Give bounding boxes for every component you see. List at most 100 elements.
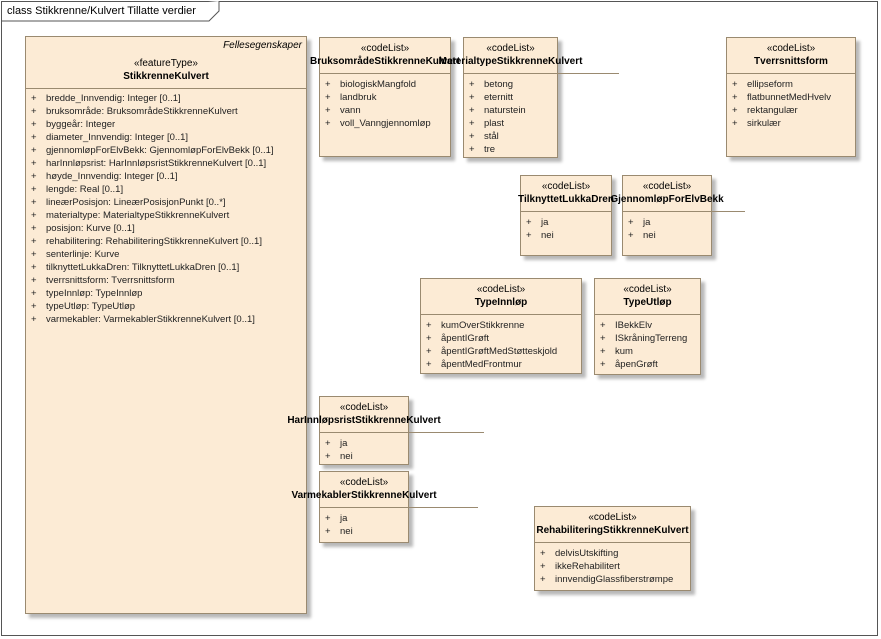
codelist-values: +betong+eternitt+naturstein+plast+stål+t… (464, 79, 557, 157)
attribute-row: +bredde_Innvendig: Integer [0..1] (26, 93, 306, 106)
attribute-text: diameter_Innvendig: Integer [0..1] (46, 132, 189, 143)
codelist-name: Tverrsnittsform (754, 56, 828, 67)
codelist-tverrsnittsform[interactable]: «codeList»Tverrsnittsform+ellipseform+fl… (726, 37, 856, 157)
codelist-separator (521, 211, 611, 212)
codelist-typeinnlop[interactable]: «codeList»TypeInnløp+kumOverStikkrenne+å… (420, 278, 582, 374)
visibility-public: + (628, 217, 634, 228)
codelist-name: RehabiliteringStikkrenneKulvert (536, 525, 689, 536)
visibility-public: + (31, 145, 37, 156)
codelist-separator (595, 314, 700, 315)
attribute-text: senterlinje: Kurve (46, 249, 120, 260)
codelist-value-row: + ellipseform (727, 79, 855, 92)
attribute-row: +høyde_Innvendig: Integer [0..1] (26, 171, 306, 184)
visibility-public: + (600, 320, 606, 331)
visibility-public: + (469, 92, 475, 103)
codelist-stereotype: «codeList» (541, 181, 591, 192)
codelist-value-row: + ja (320, 438, 408, 451)
visibility-public: + (31, 288, 37, 299)
attribute-text: bruksområde: BruksområdeStikkrenneKulver… (46, 106, 238, 117)
class-stikkrennekulvert[interactable]: Fellesegenskaper «featureType» Stikkrenn… (25, 36, 307, 614)
codelist-separator (727, 73, 855, 74)
codelist-tilknyttetlukkadren[interactable]: «codeList» TilknyttetLukkaDren +ja+nei (518, 175, 614, 256)
attribute-row: +rehabilitering: RehabiliteringStikkrenn… (26, 236, 306, 249)
visibility-public: + (600, 359, 606, 370)
codelist-values: +ja+nei (320, 513, 408, 539)
visibility-public: + (31, 210, 37, 221)
attribute-row: + bruksområde: BruksområdeStikkrenneKulve… (26, 106, 306, 119)
visibility-public: + (31, 106, 37, 117)
class-stereotype: «featureType» (134, 58, 198, 69)
visibility-public: + (325, 513, 331, 524)
frame-title: class Stikkrenne/Kulvert Tillatte verdie… (7, 5, 196, 17)
codelist-separator (623, 211, 745, 212)
codelist-value: delvisUtskifting (555, 548, 619, 559)
codelist-value-row: +tre (464, 144, 557, 157)
codelist-value-row: +plast (464, 118, 557, 131)
attribute-text: materialtype: MaterialtypeStikkrenneKulv… (46, 210, 230, 221)
codelist-value: ellipseform (747, 79, 793, 90)
attribute-row: + typeInnløp: TypeInnløp (26, 288, 306, 301)
visibility-public: + (469, 105, 475, 116)
attribute-text: bredde_Innvendig: Integer [0..1] (46, 93, 181, 104)
codelist-value: tre (484, 144, 496, 155)
codelist-value-row: +ISkråningTerreng (595, 333, 700, 346)
codelist-value: nei (541, 230, 554, 241)
codelist-gjennomlopforelvbekk[interactable]: «codeList»GjennomløpForElvBekk+ja+nei (610, 175, 745, 256)
attribute-row: +varmekabler: VarmekablerStikkrenneKulve… (26, 314, 306, 327)
attribute-row: +posisjon: Kurve [0..1] (26, 223, 306, 236)
codelist-value: ja (340, 438, 348, 449)
codelist-value-row: + nei (623, 230, 711, 243)
codelist-value-row: +innvendigGlassfiberstrømpe (535, 574, 690, 587)
attribute-row: +diameter_Innvendig: Integer [0..1] (26, 132, 306, 145)
codelist-value-row: +åpentMedFrontmur (421, 359, 581, 372)
codelist-value: nei (643, 230, 656, 241)
codelist-value-row: +åpentIGrøft (421, 333, 581, 346)
codelist-value: innvendigGlassfiberstrømpe (555, 574, 674, 585)
codelist-value-row: +ja (623, 217, 711, 230)
attribute-text: typeInnløp: TypeInnløp (46, 288, 143, 299)
visibility-public: + (31, 262, 37, 273)
codelist-value-row: +IBekkElv (595, 320, 700, 333)
codelist-value: plast (484, 118, 505, 129)
codelist-separator (464, 73, 619, 74)
codelist-name: GjennomløpForElvBekk (610, 194, 724, 205)
attribute-row: +senterlinje: Kurve (26, 249, 306, 262)
codelist-bruksomrade[interactable]: «codeList»BruksområdeStikkrenneKulvert+b… (310, 37, 460, 157)
codelist-value: flatbunnetMedHvelv (747, 92, 831, 103)
visibility-public: + (628, 230, 634, 241)
visibility-public: + (31, 197, 37, 208)
visibility-public: + (469, 79, 475, 90)
codelist-varmekabler[interactable]: «codeList»VarmekablerStikkrenneKulvert+j… (291, 471, 478, 543)
codelist-typeutlop[interactable]: «codeList»TypeUtløp+IBekkElv+ISkråningTe… (594, 278, 701, 375)
codelist-value: nei (340, 451, 353, 462)
codelist-materialtype[interactable]: «codeList»MaterialtypeStikkrenneKulvert+… (439, 37, 619, 158)
codelist-value: åpentIGrøftMedStøtteskjold (441, 346, 558, 357)
codelist-stereotype: «codeList» (360, 43, 410, 54)
codelist-values: +IBekkElv+ISkråningTerreng+kum+åpenGrøft (595, 320, 700, 372)
codelist-rehabilitering[interactable]: «codeList»RehabiliteringStikkrenneKulver… (534, 506, 691, 591)
class-name: StikkrenneKulvert (123, 71, 209, 82)
codelist-value-row: +biologiskMangfold (320, 79, 450, 92)
codelist-harinnlopsrist[interactable]: «codeList»HarInnløpsristStikkrenneKulver… (287, 396, 484, 465)
attribute-row: +tverrsnittsform: Tverrsnittsform (26, 275, 306, 288)
visibility-public: + (732, 79, 738, 90)
codelist-stereotype: «codeList» (486, 43, 535, 54)
visibility-public: + (732, 92, 738, 103)
codelist-value: nei (340, 526, 353, 537)
visibility-public: + (325, 438, 331, 449)
codelist-value: ja (340, 513, 348, 524)
visibility-public: + (732, 105, 738, 116)
codelist-values: + ja+ nei (320, 438, 408, 464)
attribute-text: gjennomløpForElvBekk: GjennomløpForElvBe… (46, 145, 274, 156)
visibility-public: + (426, 359, 432, 370)
codelist-value: kumOverStikkrenne (441, 320, 525, 331)
visibility-public: + (426, 333, 432, 344)
codelist-value-row: +åpenGrøft (595, 359, 700, 372)
attribute-text: posisjon: Kurve [0..1] (46, 223, 135, 234)
codelist-value: biologiskMangfold (340, 79, 417, 90)
codelist-name: TypeUtløp (623, 297, 672, 308)
codelist-values: +ja+nei (521, 217, 611, 243)
codelist-separator (320, 432, 484, 433)
codelist-name: TilknyttetLukkaDren (518, 194, 614, 205)
